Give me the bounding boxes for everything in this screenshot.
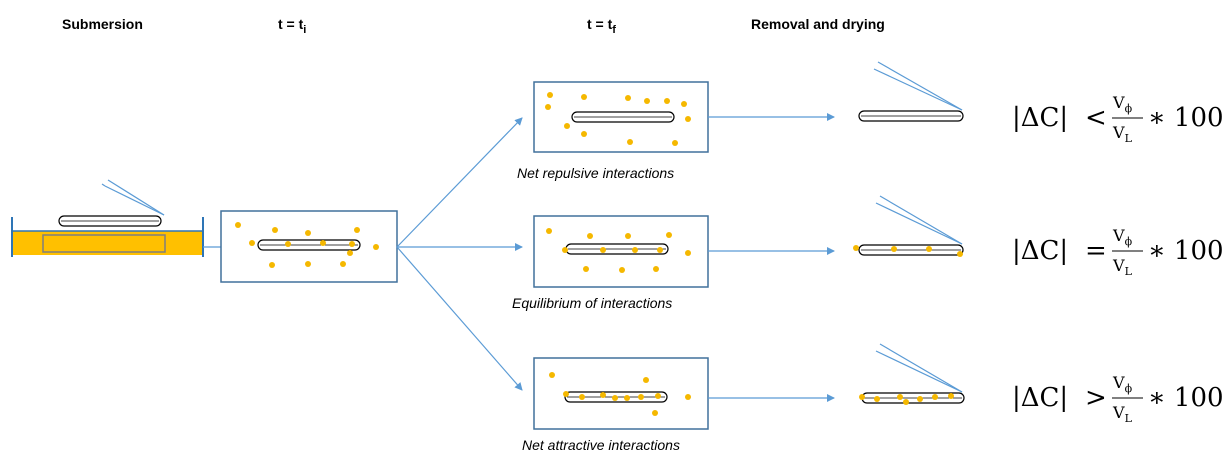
initial-state-box — [220, 210, 398, 283]
tweezers-icon — [873, 61, 963, 111]
particles — [549, 372, 691, 416]
dried-sample-repulsive — [858, 61, 964, 122]
particles — [546, 228, 691, 273]
fraction-denominator: VL — [1112, 123, 1133, 145]
tweezers-icon — [875, 195, 963, 245]
caption-attractive: Net attractive interactions — [522, 437, 680, 453]
dried-sample-attractive — [859, 343, 965, 405]
fraction-numerator: Vϕ — [1112, 373, 1133, 395]
equation-rhs: ∗ 100 — [1148, 383, 1224, 413]
disc-sample — [571, 111, 675, 123]
arrow-to-attractive — [396, 246, 523, 391]
attractive-box — [533, 357, 709, 430]
equation-lhs: |ΔC| — [1012, 103, 1068, 133]
equation-equilibrium: |ΔC| = Vϕ VL ∗ 100 — [1012, 226, 1224, 278]
branch-arrows — [396, 117, 523, 391]
submersion-container — [11, 179, 204, 257]
disc-sample — [58, 215, 162, 227]
equilibrium-box — [533, 215, 709, 288]
equation-rhs: ∗ 100 — [1148, 236, 1224, 266]
disc-sample — [257, 239, 361, 251]
caption-equilibrium: Equilibrium of interactions — [512, 295, 672, 311]
disc-sample — [565, 243, 669, 255]
relation-symbol: > — [1085, 383, 1107, 413]
equation-lhs: |ΔC| — [1012, 383, 1068, 413]
particles — [853, 245, 963, 257]
header-removal: Removal and drying — [751, 16, 885, 32]
header-t-initial: t = ti — [278, 16, 306, 36]
repulsive-box — [533, 81, 709, 153]
arrow-to-repulsive — [396, 117, 523, 248]
tweezers-icon — [875, 343, 963, 393]
equation-attractive: |ΔC| > Vϕ VL ∗ 100 — [1012, 373, 1224, 425]
particles — [545, 92, 691, 146]
fraction-numerator: Vϕ — [1112, 93, 1133, 115]
header-submersion: Submersion — [62, 16, 143, 32]
fraction-denominator: VL — [1112, 403, 1133, 425]
equation-rhs: ∗ 100 — [1148, 103, 1224, 133]
equation-repulsive: |ΔC| < Vϕ VL ∗ 100 — [1012, 93, 1224, 145]
particles — [235, 222, 379, 268]
dried-sample-equilibrium — [853, 195, 964, 257]
relation-symbol: < — [1085, 103, 1107, 133]
fraction-numerator: Vϕ — [1112, 226, 1133, 248]
fraction-denominator: VL — [1112, 256, 1133, 278]
equation-lhs: |ΔC| — [1012, 236, 1068, 266]
particles — [859, 393, 954, 405]
tweezers-icon — [101, 179, 165, 216]
relation-symbol: = — [1085, 236, 1107, 266]
header-t-final: t = tf — [587, 16, 616, 36]
submerged-sample — [42, 234, 166, 253]
caption-repulsive: Net repulsive interactions — [517, 165, 674, 181]
